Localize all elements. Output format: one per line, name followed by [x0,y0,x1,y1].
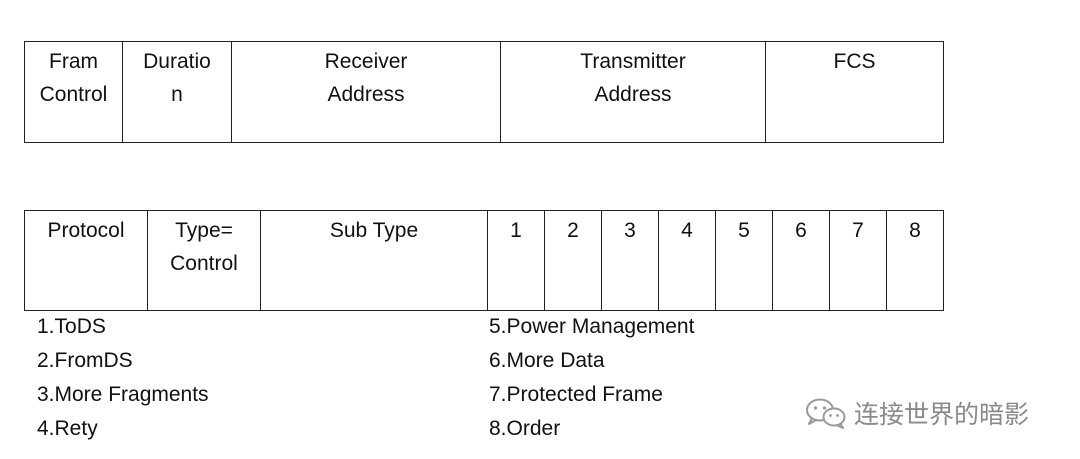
flag-bit-1: 1 [487,210,545,311]
field-receiver-address: Receiver Address [231,41,501,143]
bit-label: 5 [738,219,750,242]
watermark: 连接世界的暗影 [804,395,1029,431]
bit-label: 7 [852,219,864,242]
field-label: Receiver Address [324,50,408,106]
flag-bit-4: 4 [658,210,716,311]
bit-label: 6 [795,219,807,242]
field-label: FCS [833,50,876,73]
wechat-icon [806,398,846,429]
field-label: Sub Type [329,219,419,242]
field-label: Fram Control [39,50,108,106]
field-fcs: FCS [765,41,944,143]
field-label: Type= Control [170,219,238,275]
legend-item: 5.Power Management [489,315,695,338]
legend-item: 1.ToDS [37,315,106,338]
bit-label: 3 [624,219,636,242]
bit-label: 8 [909,219,921,242]
flag-bit-8: 8 [886,210,944,311]
legend-item: 8.Order [489,417,561,440]
legend-right: 5.Power Management 6.More Data 7.Protect… [489,310,694,446]
frame-control-table: Protocol Type= Control Sub Type 1 2 3 4 … [24,210,944,311]
field-frame-control: Fram Control [24,41,123,143]
flag-bit-2: 2 [544,210,602,311]
field-type-control: Type= Control [147,210,261,311]
flag-bit-3: 3 [601,210,659,311]
bit-label: 1 [510,219,522,242]
legend-item: 3.More Fragments [37,383,209,406]
field-label: Protocol [47,219,125,242]
field-label: Duratio n [143,50,211,106]
legend-item: 7.Protected Frame [489,383,663,406]
field-protocol: Protocol [24,210,148,311]
watermark-text: 连接世界的暗影 [854,401,1030,429]
bit-label: 2 [567,219,579,242]
flag-bit-6: 6 [772,210,830,311]
field-duration: Duratio n [122,41,232,143]
legend-item: 2.FromDS [37,349,133,372]
flag-bit-5: 5 [715,210,773,311]
flag-bit-7: 7 [829,210,887,311]
legend-left: 1.ToDS 2.FromDS 3.More Fragments 4.Rety [37,310,209,446]
legend-item: 6.More Data [489,349,605,372]
legend-item: 4.Rety [37,417,98,440]
field-sub-type: Sub Type [260,210,488,311]
bit-label: 4 [681,219,693,242]
frame-format-table: Fram Control Duratio n Receiver Address … [24,41,944,143]
field-transmitter-address: Transmitter Address [500,41,766,143]
field-label: Transmitter Address [580,50,686,106]
